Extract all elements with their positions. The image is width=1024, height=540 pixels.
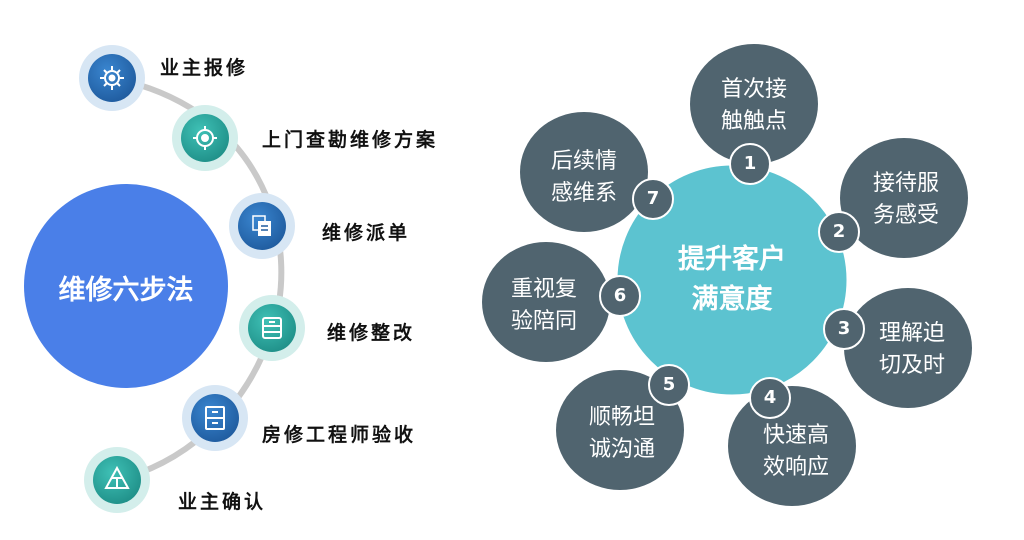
petal-2 [840,138,968,258]
step-node-5 [182,385,248,451]
cabinet-icon [205,406,225,430]
petal-label-4: 快速高 效响应 [746,420,846,484]
step-node-1 [79,45,145,111]
petal-number-6: 6 [599,275,641,317]
step-label-2: 上门查勘维修方案 [262,129,439,151]
petal-label-5: 顺畅坦 诚沟通 [572,402,672,466]
petal-number-5: 5 [648,364,690,406]
petal-3-line1: 理解迫 [878,321,945,346]
petal-number-1: 1 [729,143,771,185]
petal-label-6: 重视复 验陪同 [494,274,594,338]
petal-6-line2: 验陪同 [510,309,577,334]
petal-5-line2: 诚沟通 [588,437,655,462]
petal-1-line2: 触触点 [720,109,787,134]
petal-1 [690,44,818,164]
petal-number-4: 4 [749,377,791,419]
petal-6 [482,242,610,362]
petal-number-7: 7 [632,178,674,220]
gear-icon [100,66,124,90]
step-label-1: 业主报修 [160,57,249,79]
petal-label-3: 理解迫 切及时 [862,318,962,382]
petal-label-1: 首次接 触触点 [704,74,804,138]
petal-5-line1: 顺畅坦 [588,405,655,430]
document-stack-icon [252,215,271,236]
petal-3 [844,288,972,408]
step-node-3 [229,193,295,259]
center-title-line2: 满意度 [691,284,773,315]
triangle-icon [104,465,130,489]
step-label-3: 维修派单 [322,222,411,244]
petal-1-line1: 首次接 [720,77,787,102]
step-node-4 [239,295,305,361]
petal-7-line1: 后续情 [550,149,617,174]
petal-4-line1: 快速高 [762,423,829,448]
petal-label-2: 接待服 务感受 [856,168,956,232]
petal-2-line1: 接待服 [872,171,939,196]
petal-7-line2: 感维系 [550,181,617,206]
step-label-6: 业主确认 [178,491,267,513]
title-circle [24,184,228,388]
petal-number-3: 3 [823,308,865,350]
petal-4-line2: 效响应 [762,455,829,480]
step-label-5: 房修工程师验收 [262,424,417,446]
left-title: 维修六步法 [58,275,194,306]
petal-label-7: 后续情 感维系 [534,146,634,210]
center-title: 提升客户 满意度 [642,240,822,320]
target-icon [193,126,217,150]
center-title-line1: 提升客户 [678,244,786,275]
petal-2-line2: 务感受 [872,203,939,228]
step-label-4: 维修整改 [327,322,416,344]
drawer-icon [262,317,282,339]
petal-7 [520,112,648,232]
petal-number-2: 2 [818,211,860,253]
step-node-2 [172,105,238,171]
petal-6-line1: 重视复 [510,277,577,302]
step-node-6 [84,447,150,513]
petal-5 [556,370,684,490]
petal-3-line2: 切及时 [878,353,945,378]
